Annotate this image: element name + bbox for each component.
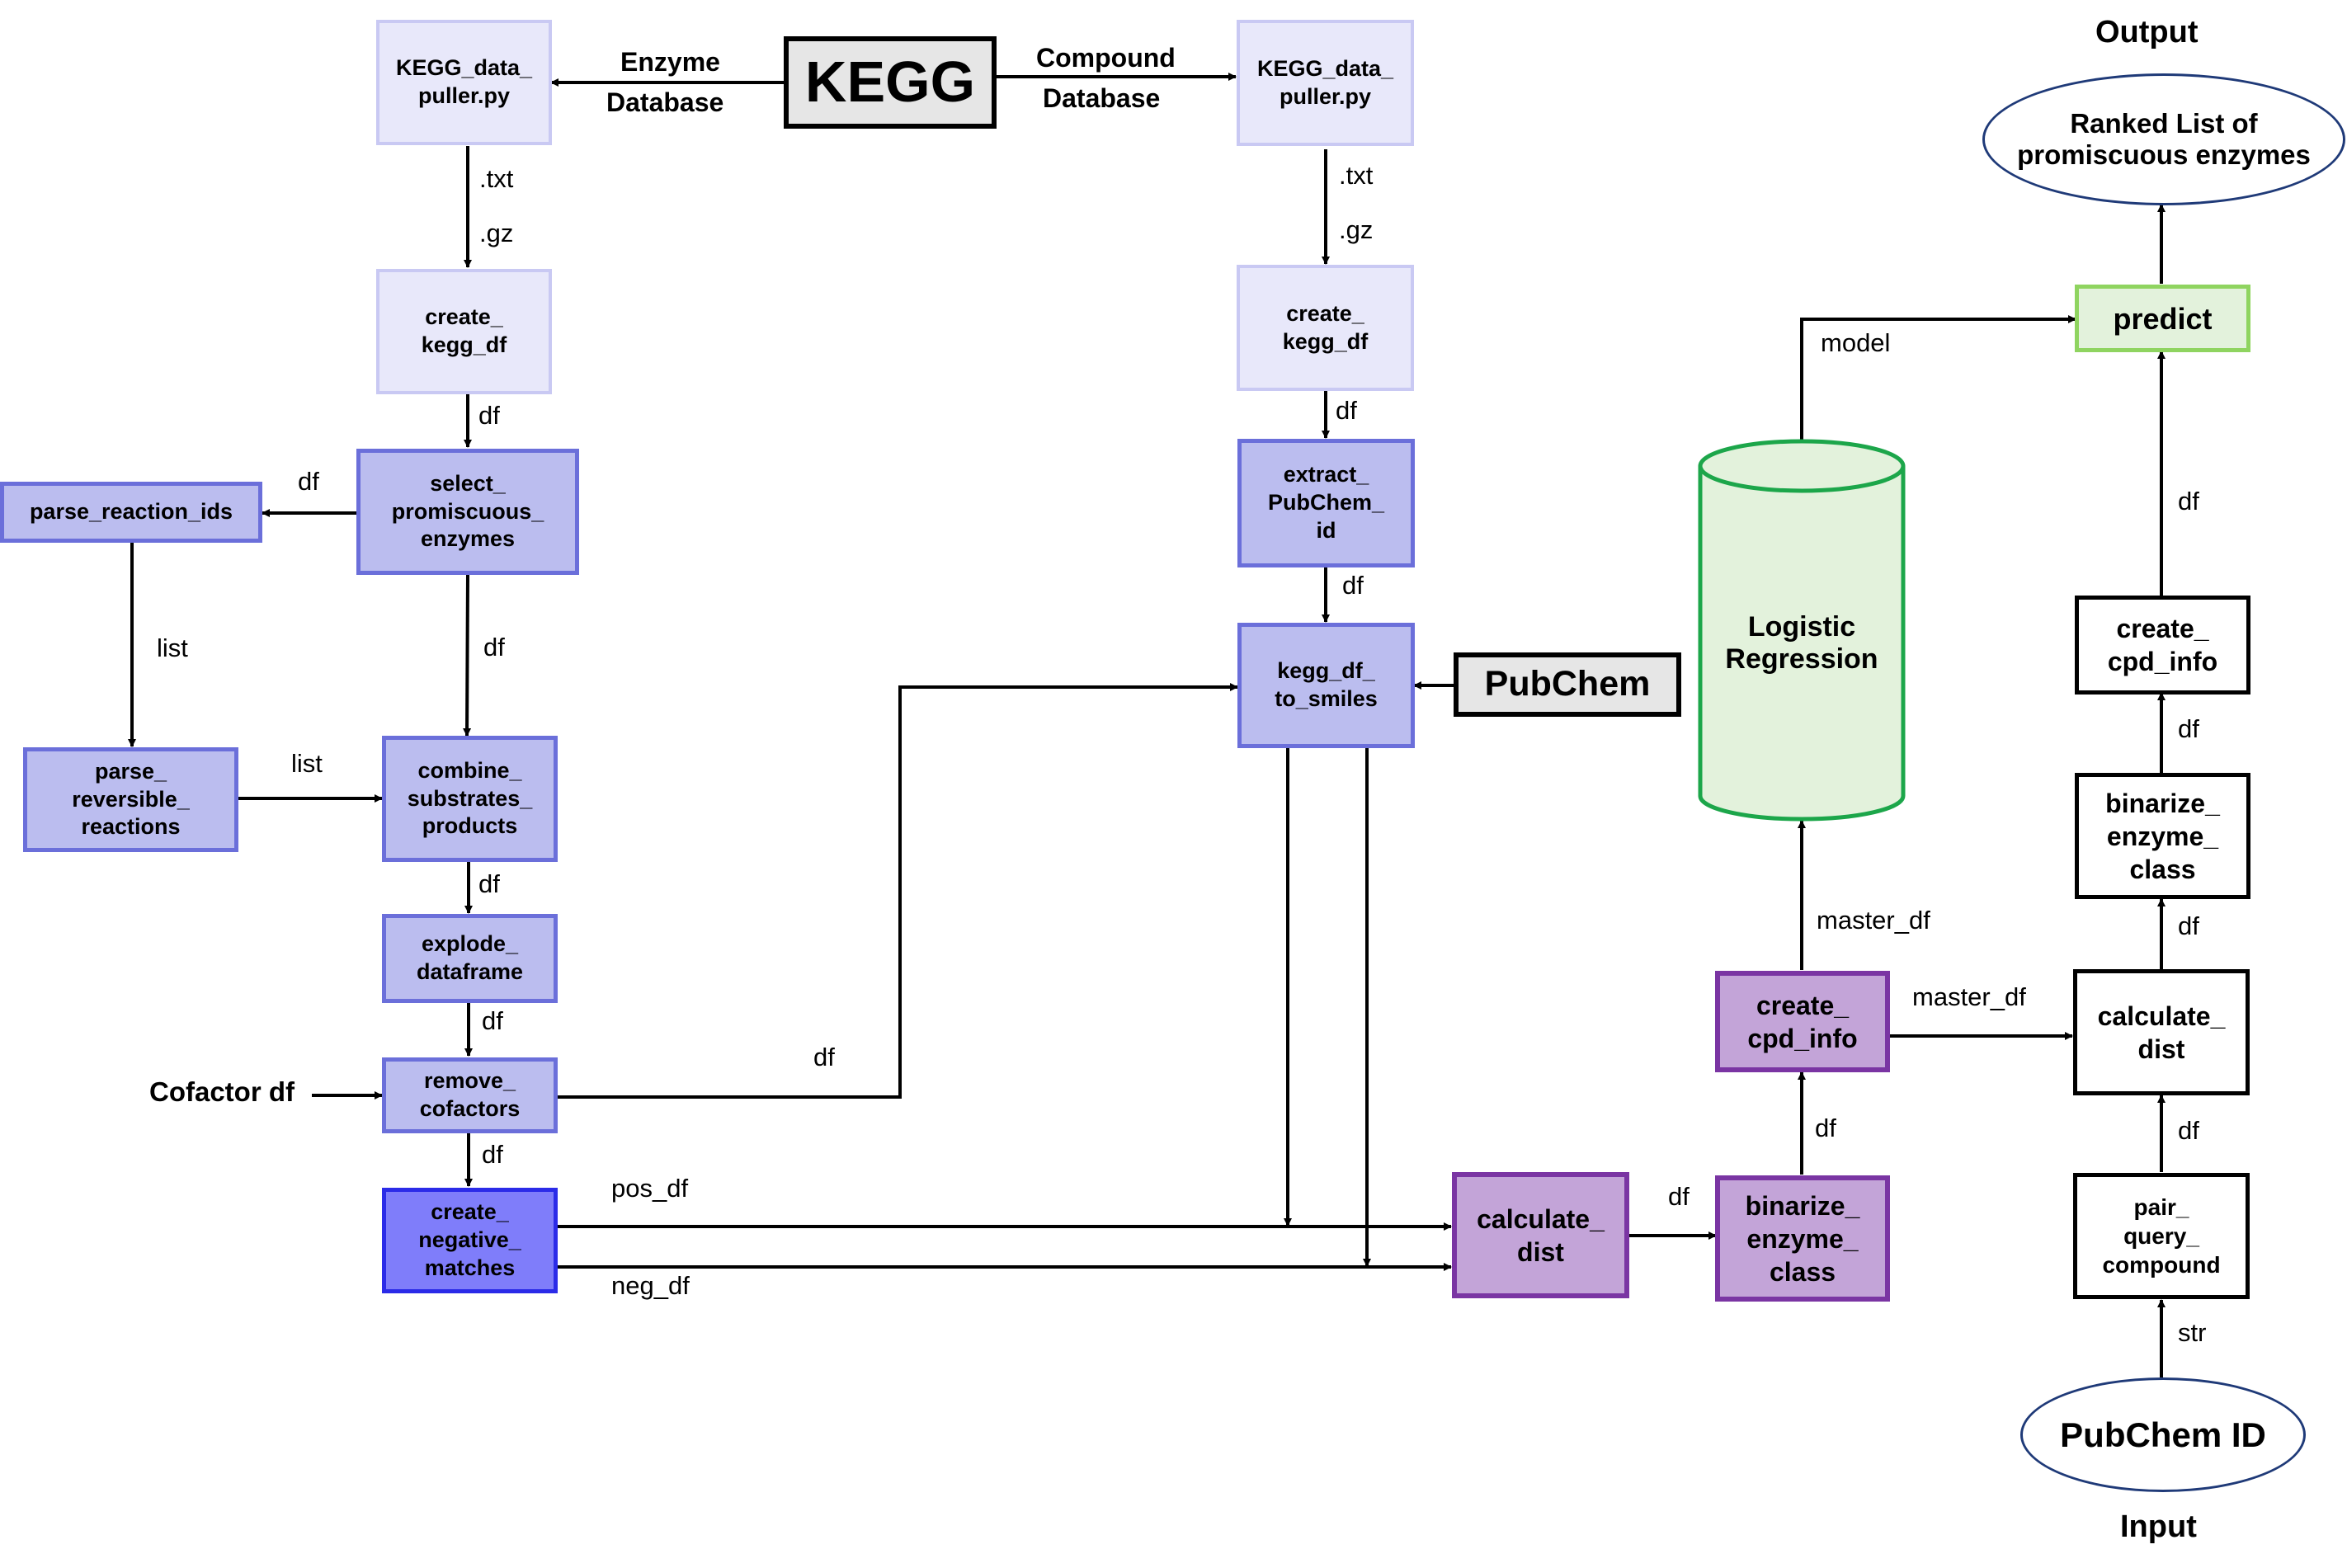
- explode-dataframe: explode_ dataframe: [382, 914, 558, 1003]
- compound-label: Compound: [1036, 43, 1176, 73]
- predict-box: predict: [2075, 285, 2250, 352]
- df-label-binarize-create-r: df: [2178, 714, 2199, 743]
- model-label: model: [1821, 328, 1891, 357]
- df-label-combine-explode: df: [478, 869, 500, 898]
- create-cpd-info-query: create_ cpd_info: [2075, 596, 2250, 695]
- create-negative-matches: create_ negative_ matches: [382, 1188, 558, 1293]
- arrow-select-to-combine: [463, 574, 472, 737]
- gz-label-right: .gz: [1339, 215, 1374, 244]
- list-label-parse: list: [157, 633, 188, 662]
- df-label-ckd-extract: df: [1336, 396, 1357, 425]
- parse-reaction-ids: parse_reaction_ids: [0, 482, 262, 543]
- combine-substrates-products: combine_ substrates_ products: [382, 736, 558, 862]
- df-label-calc-binarize-r: df: [2178, 911, 2199, 940]
- df-label-select-combine: df: [483, 633, 505, 662]
- kegg-source-box: KEGG: [784, 36, 997, 129]
- create-kegg-df-compound: create_ kegg_df: [1237, 265, 1414, 391]
- remove-cofactors: remove_ cofactors: [382, 1057, 558, 1133]
- list-label-combine: list: [291, 749, 323, 778]
- arrow-logistic-to-predict: [1800, 315, 2076, 440]
- pubchem-id-input: PubChem ID: [2020, 1377, 2306, 1492]
- arrow-remove-to-smiles: [558, 683, 1238, 1099]
- create-cpd-info-training: create_ cpd_info: [1715, 971, 1890, 1072]
- df-label-extract-smiles: df: [1342, 571, 1364, 600]
- binarize-enzyme-class-query: binarize_ enzyme_ class: [2075, 773, 2250, 899]
- df-label-pair-calc: df: [2178, 1116, 2199, 1145]
- master-df-label-up: master_df: [1817, 906, 1930, 935]
- database-label-left: Database: [606, 87, 724, 117]
- gz-label-left: .gz: [479, 219, 514, 247]
- logistic-regression-label: Logistic Regression: [1725, 611, 1878, 675]
- pos-df-label: pos_df: [611, 1174, 689, 1203]
- binarize-enzyme-class-training: binarize_ enzyme_ class: [1715, 1175, 1890, 1302]
- df-label-select-parse: df: [298, 467, 319, 496]
- txt-label-left: .txt: [479, 164, 514, 193]
- input-title: Input: [2120, 1509, 2197, 1544]
- ranked-list-output: Ranked List of promiscuous enzymes: [1982, 73, 2345, 205]
- df-label-calc-binarize: df: [1668, 1182, 1690, 1211]
- df-label-remove-negative: df: [482, 1140, 503, 1169]
- master-df-label-right: master_df: [1912, 982, 2026, 1011]
- pair-query-compound: pair_ query_ compound: [2073, 1173, 2250, 1299]
- database-label-right: Database: [1043, 83, 1161, 113]
- select-promiscuous-enzymes: select_ promiscuous_ enzymes: [356, 449, 579, 575]
- df-label-remove-smiles: df: [813, 1043, 835, 1071]
- enzyme-label: Enzyme: [620, 47, 720, 77]
- calculate-dist-training: calculate_ dist: [1452, 1172, 1629, 1298]
- extract-pubchem-id: extract_ PubChem_ id: [1237, 439, 1415, 567]
- kegg-data-puller-enzyme: KEGG_data_ puller.py: [376, 20, 552, 145]
- cofactor-df-label: Cofactor df: [149, 1076, 295, 1107]
- kegg-data-puller-compound: KEGG_data_ puller.py: [1237, 20, 1414, 146]
- df-label-create-predict: df: [2178, 487, 2199, 516]
- parse-reversible-reactions: parse_ reversible_ reactions: [23, 747, 238, 852]
- pubchem-source-box: PubChem: [1454, 652, 1681, 717]
- neg-df-label: neg_df: [611, 1271, 690, 1300]
- df-label-ckd-select: df: [478, 401, 500, 430]
- logistic-regression-cylinder: [1698, 439, 1906, 822]
- df-label-explode-remove: df: [482, 1006, 503, 1035]
- output-title: Output: [2095, 15, 2199, 49]
- str-label: str: [2178, 1318, 2207, 1347]
- txt-label-right: .txt: [1339, 161, 1374, 190]
- df-label-binarize-create: df: [1815, 1114, 1836, 1142]
- create-kegg-df-enzyme: create_ kegg_df: [376, 269, 552, 394]
- calculate-dist-query: calculate_ dist: [2073, 969, 2250, 1095]
- kegg-df-to-smiles: kegg_df_ to_smiles: [1237, 623, 1415, 748]
